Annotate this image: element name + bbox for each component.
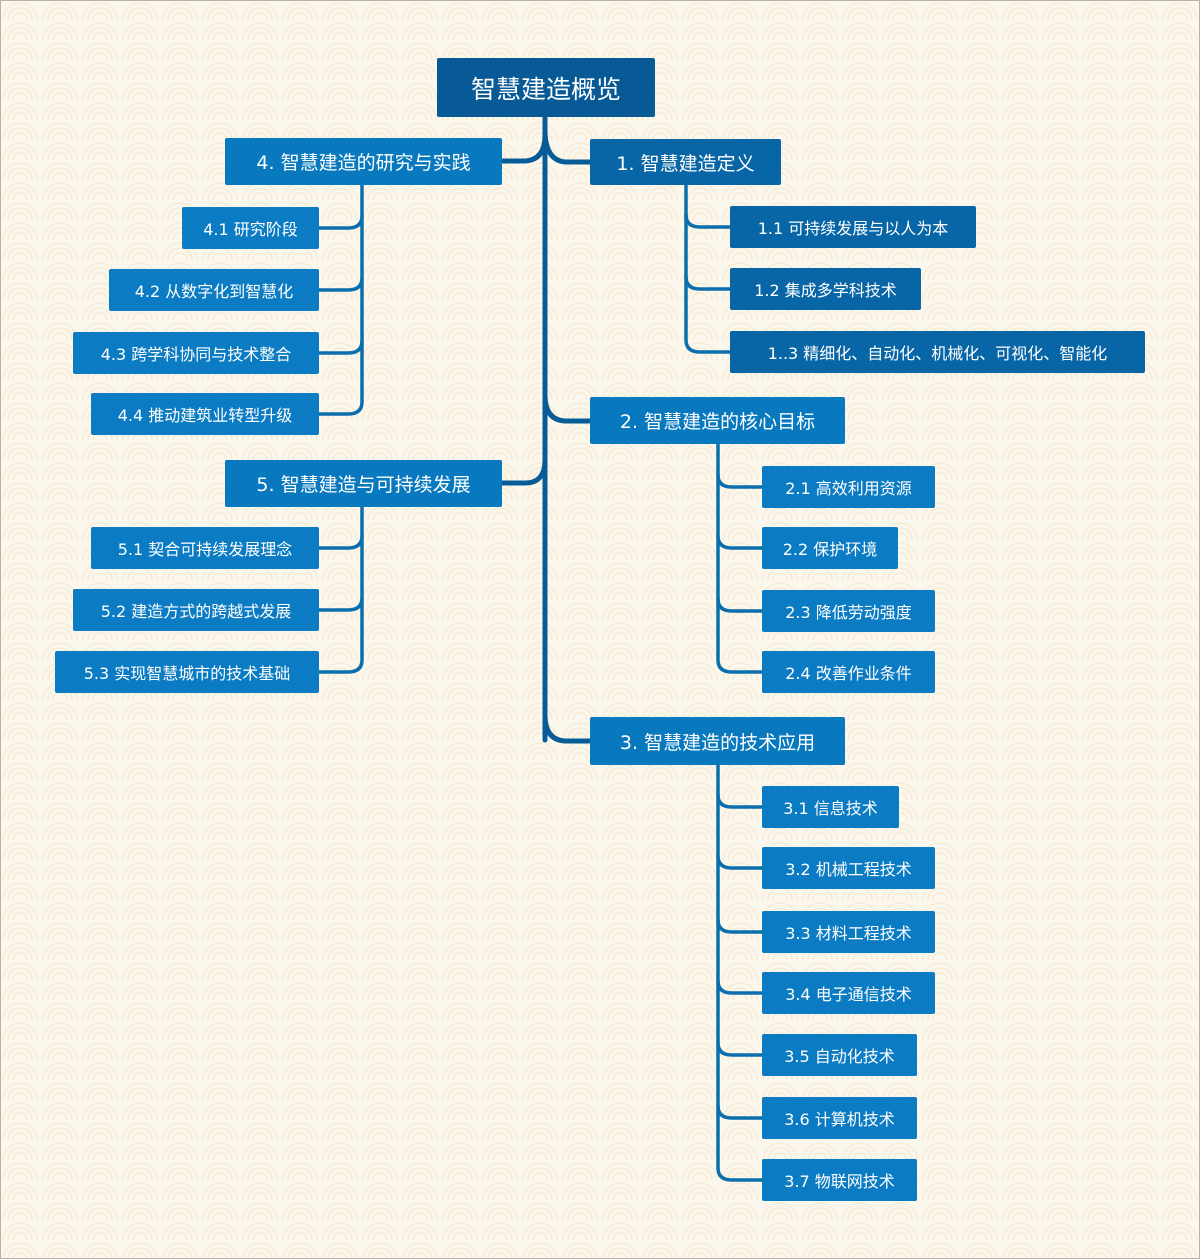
link-b3-3 (716, 918, 764, 934)
leaf-5-2[interactable]: 5.2 建造方式的跨越式发展 (73, 589, 319, 631)
leaf-5-3[interactable]: 5.3 实现智慧城市的技术基础 (55, 651, 319, 693)
leaf-3-5[interactable]: 3.5 自动化技术 (762, 1034, 917, 1076)
leaf-3-4[interactable]: 3.4 电子通信技术 (762, 972, 935, 1014)
link-root-b3 (542, 712, 593, 744)
branch-2-node[interactable]: 2. 智慧建造的核心目标 (590, 397, 845, 444)
link-root-b1 (542, 127, 593, 165)
branch-4-node[interactable]: 4. 智慧建造的研究与实践 (225, 138, 502, 185)
link-b2-3 (716, 597, 764, 613)
link-b4-spine (317, 183, 364, 416)
link-b3-6 (716, 1104, 764, 1120)
root-node[interactable]: 智慧建造概览 (437, 58, 655, 117)
leaf-2-2[interactable]: 2.2 保护环境 (762, 527, 898, 569)
leaf-4-4[interactable]: 4.4 推动建筑业转型升级 (91, 393, 319, 435)
branch-1-node[interactable]: 1. 智慧建造定义 (590, 139, 781, 185)
leaf-2-1[interactable]: 2.1 高效利用资源 (762, 466, 935, 508)
link-b3-1 (716, 793, 764, 809)
link-b3-spine (716, 762, 764, 1182)
link-b2-spine (716, 442, 764, 674)
link-b3-2 (716, 854, 764, 870)
leaf-4-2[interactable]: 4.2 从数字化到智慧化 (109, 269, 319, 311)
link-root-b4 (499, 132, 548, 164)
leaf-3-6[interactable]: 3.6 计算机技术 (762, 1097, 917, 1139)
leaf-3-1[interactable]: 3.1 信息技术 (762, 786, 899, 828)
branch-5-node[interactable]: 5. 智慧建造与可持续发展 (225, 460, 502, 507)
leaf-4-1[interactable]: 4.1 研究阶段 (182, 207, 319, 249)
leaf-4-3[interactable]: 4.3 跨学科协同与技术整合 (73, 332, 319, 374)
leaf-1-3[interactable]: 1..3 精细化、自动化、机械化、可视化、智能化 (730, 331, 1145, 373)
link-b3-5 (716, 1041, 764, 1057)
link-b1-1 (684, 213, 732, 229)
leaf-3-2[interactable]: 3.2 机械工程技术 (762, 847, 935, 889)
leaf-3-7[interactable]: 3.7 物联网技术 (762, 1159, 917, 1201)
link-b3-4 (716, 979, 764, 995)
link-b1-2 (684, 275, 732, 291)
link-b4-1 (317, 214, 364, 230)
link-b4-2 (317, 276, 364, 292)
leaf-1-1[interactable]: 1.1 可持续发展与以人为本 (730, 206, 976, 248)
link-b2-2 (716, 534, 764, 550)
leaf-2-3[interactable]: 2.3 降低劳动强度 (762, 590, 935, 632)
leaf-3-3[interactable]: 3.3 材料工程技术 (762, 911, 935, 953)
leaf-1-2[interactable]: 1.2 集成多学科技术 (730, 268, 921, 310)
link-b4-3 (317, 339, 364, 355)
link-root-b2 (542, 392, 593, 424)
link-b5-2 (317, 596, 364, 612)
link-b5-spine (317, 504, 364, 674)
leaf-5-1[interactable]: 5.1 契合可持续发展理念 (91, 527, 319, 569)
branch-3-node[interactable]: 3. 智慧建造的技术应用 (590, 717, 845, 765)
link-root-b5 (499, 457, 548, 486)
link-b2-1 (716, 473, 764, 489)
link-b1-spine (684, 183, 732, 354)
link-b5-1 (317, 534, 364, 550)
leaf-2-4[interactable]: 2.4 改善作业条件 (762, 651, 935, 693)
